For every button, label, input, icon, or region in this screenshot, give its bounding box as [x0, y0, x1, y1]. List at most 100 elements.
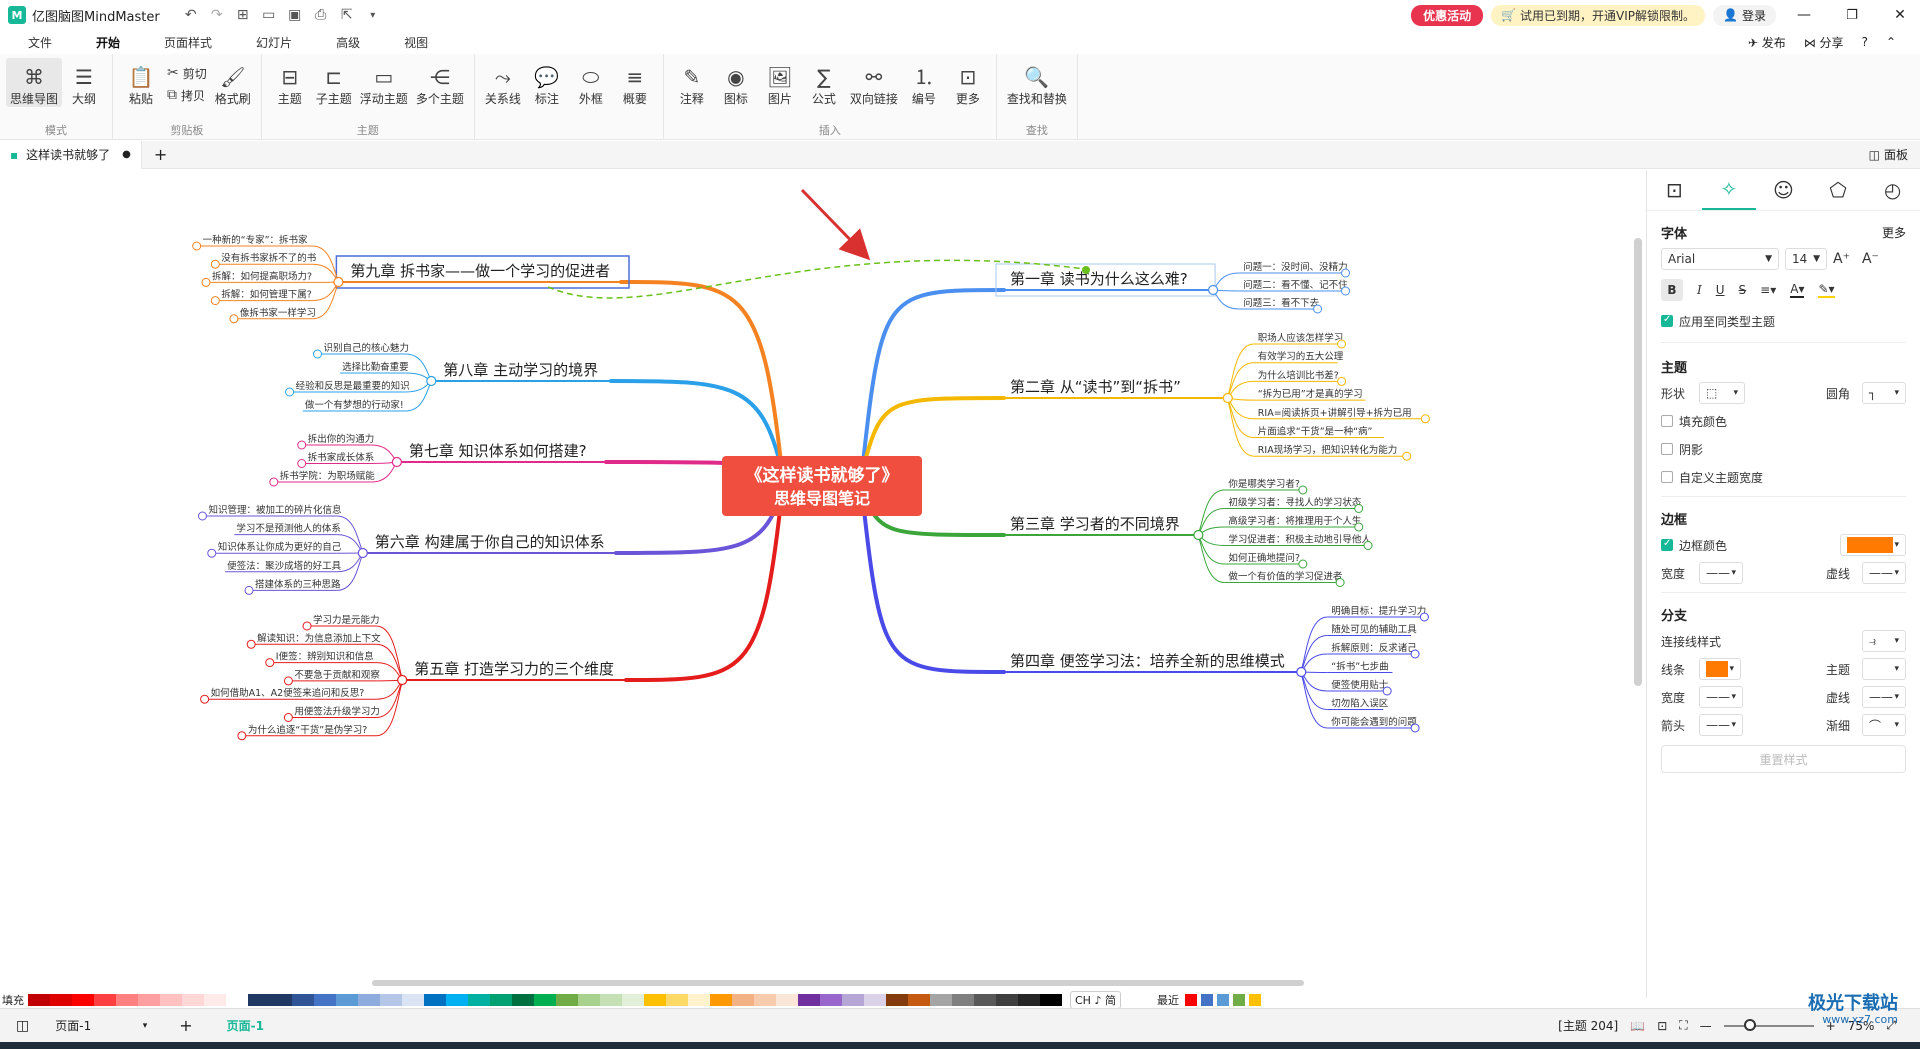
subtopic-item[interactable]: 明确目标：提升学习力: [1331, 605, 1426, 617]
paste-button[interactable]: 📋粘贴: [128, 65, 154, 106]
collapse-toggle-icon[interactable]: [283, 713, 293, 722]
collapse-toggle-icon[interactable]: [1341, 286, 1351, 296]
font-shrink-icon[interactable]: A⁻: [1861, 251, 1879, 267]
collapse-toggle-icon[interactable]: [210, 296, 220, 306]
subtopic-item[interactable]: 识别自己的核心魅力: [324, 342, 410, 354]
branch-topic-1[interactable]: 第一章 读书为什么这么难?: [1010, 270, 1188, 288]
central-topic-box[interactable]: [722, 456, 922, 516]
palette-swatch[interactable]: [336, 994, 358, 1006]
new-file-icon[interactable]: ⊞: [236, 7, 249, 23]
shape-select[interactable]: ⬚▾: [1699, 382, 1746, 404]
panel-tab-map[interactable]: ⬠: [1811, 170, 1865, 210]
line-width-select[interactable]: ——▾: [1699, 686, 1744, 708]
palette-swatch[interactable]: [380, 994, 402, 1006]
palette-swatch[interactable]: [116, 994, 138, 1006]
collapse-toggle-icon[interactable]: [1363, 541, 1373, 550]
palette-swatch[interactable]: [226, 994, 248, 1006]
branch-collapse-icon[interactable]: [1222, 392, 1233, 404]
format-painter-button[interactable]: 🖌格式刷: [214, 65, 251, 106]
topic-button[interactable]: ⊟主题: [277, 65, 302, 106]
collapse-ribbon-icon[interactable]: ⌃: [1885, 35, 1896, 49]
undo-icon[interactable]: ↶: [184, 7, 197, 23]
palette-swatch[interactable]: [182, 994, 204, 1006]
palette-swatch[interactable]: [512, 994, 534, 1006]
collapse-toggle-icon[interactable]: [1420, 414, 1430, 424]
subtopic-item[interactable]: 学习促进者：积极主动地引导他人: [1228, 534, 1371, 546]
palette-swatch[interactable]: [600, 994, 622, 1006]
minimize-icon[interactable]: —: [1797, 7, 1811, 23]
collapse-toggle-icon[interactable]: [1298, 559, 1308, 569]
central-topic-title[interactable]: 《这样读书就够了》: [746, 465, 899, 486]
collapse-toggle-icon[interactable]: [313, 349, 323, 359]
apply-same-type-checkbox[interactable]: 应用至同类型主题: [1647, 307, 1920, 335]
login-button[interactable]: 👤 登录: [1713, 4, 1776, 26]
palette-swatch[interactable]: [776, 994, 798, 1006]
recent-swatch[interactable]: [1248, 994, 1261, 1006]
formula-button[interactable]: ∑公式: [811, 65, 836, 106]
palette-swatch[interactable]: [710, 994, 732, 1006]
palette-swatch[interactable]: [314, 994, 336, 1006]
subtopic-item[interactable]: 知识体系让你成为更好的自己: [218, 541, 342, 553]
subtopic-item[interactable]: 拆解原则：反求诸己: [1331, 642, 1417, 654]
subtopic-item[interactable]: RIA=阅读拆页+讲解引导+拆为已用: [1258, 407, 1412, 419]
palette-swatch[interactable]: [1018, 994, 1040, 1006]
bold-icon[interactable]: B: [1661, 279, 1683, 301]
collapse-toggle-icon[interactable]: [210, 259, 220, 269]
palette-swatch[interactable]: [490, 994, 512, 1006]
branch-collapse-icon[interactable]: [1296, 666, 1307, 678]
collapse-toggle-icon[interactable]: [1337, 376, 1347, 386]
zoom-in-icon[interactable]: +: [1825, 1018, 1836, 1033]
fit-window-icon[interactable]: ⤢: [1886, 1018, 1896, 1032]
branch-collapse-icon[interactable]: [333, 276, 344, 288]
collapse-toggle-icon[interactable]: [1402, 451, 1412, 461]
branch-topic-5[interactable]: 第五章 打造学习力的三个维度: [414, 660, 614, 678]
italic-icon[interactable]: I: [1697, 283, 1702, 297]
collapse-toggle-icon[interactable]: [1382, 686, 1392, 696]
line-dash-select[interactable]: ——▾: [1862, 686, 1906, 708]
note-button[interactable]: ✎注释: [679, 65, 704, 106]
palette-swatch[interactable]: [578, 994, 600, 1006]
bidirectional-link-button[interactable]: ⚯双向链接: [849, 65, 898, 106]
collapse-toggle-icon[interactable]: [246, 639, 256, 649]
print-icon[interactable]: ⎙: [315, 7, 327, 23]
font-more-link[interactable]: 更多: [1881, 225, 1906, 240]
branch-topic-2[interactable]: 第二章 从“读书”到“拆书”: [1010, 378, 1181, 396]
branch-topic-4[interactable]: 第四章 便签学习法：培养全新的思维模式: [1010, 652, 1285, 670]
underline-icon[interactable]: U: [1715, 283, 1725, 297]
collapse-toggle-icon[interactable]: [1354, 522, 1364, 532]
collapse-toggle-icon[interactable]: [200, 694, 210, 704]
palette-swatch[interactable]: [864, 994, 886, 1006]
menu-advanced[interactable]: 高级: [336, 35, 361, 50]
palette-swatch[interactable]: [666, 994, 688, 1006]
find-replace-button[interactable]: 🔍查找和替换: [1006, 65, 1067, 106]
font-family-select[interactable]: Arial▼: [1661, 248, 1779, 270]
help-button[interactable]: ?: [1861, 35, 1868, 49]
menu-home[interactable]: 开始: [96, 35, 121, 50]
branch-collapse-icon[interactable]: [397, 674, 408, 686]
palette-swatch[interactable]: [644, 994, 666, 1006]
branch-collapse-icon[interactable]: [357, 547, 368, 559]
subtopic-item[interactable]: 便签使用贴士: [1331, 679, 1389, 691]
quick-access-dropdown-icon[interactable]: ▾: [370, 9, 376, 21]
palette-swatch[interactable]: [358, 994, 380, 1006]
subtopic-item[interactable]: “拆书”七步曲: [1331, 661, 1388, 673]
collapse-toggle-icon[interactable]: [197, 511, 207, 521]
branch-collapse-icon[interactable]: [1193, 529, 1204, 541]
font-size-select[interactable]: 14▼: [1785, 248, 1827, 270]
multi-topic-button[interactable]: ⋲多个主题: [415, 65, 464, 106]
promo-button[interactable]: 优惠活动: [1411, 4, 1484, 26]
collapse-toggle-icon[interactable]: [201, 277, 211, 287]
fill-color-checkbox[interactable]: 填充颜色: [1647, 407, 1920, 435]
collapse-toggle-icon[interactable]: [229, 314, 239, 324]
custom-width-checkbox[interactable]: 自定义主题宽度: [1647, 463, 1920, 491]
add-page-icon[interactable]: +: [179, 1016, 193, 1035]
recent-swatch[interactable]: [1232, 994, 1245, 1006]
export-icon[interactable]: ⇱: [340, 7, 353, 23]
subtopic-item[interactable]: 你是哪类学习者?: [1228, 478, 1300, 490]
relationship-handle-icon[interactable]: [1082, 266, 1090, 274]
collapse-toggle-icon[interactable]: [207, 548, 217, 558]
panel-tab-history[interactable]: ◴: [1866, 170, 1920, 210]
subtopic-item[interactable]: 片面追求“干货”是一种“病”: [1258, 426, 1373, 438]
palette-swatch[interactable]: [138, 994, 160, 1006]
relationship-line[interactable]: [547, 259, 1093, 299]
